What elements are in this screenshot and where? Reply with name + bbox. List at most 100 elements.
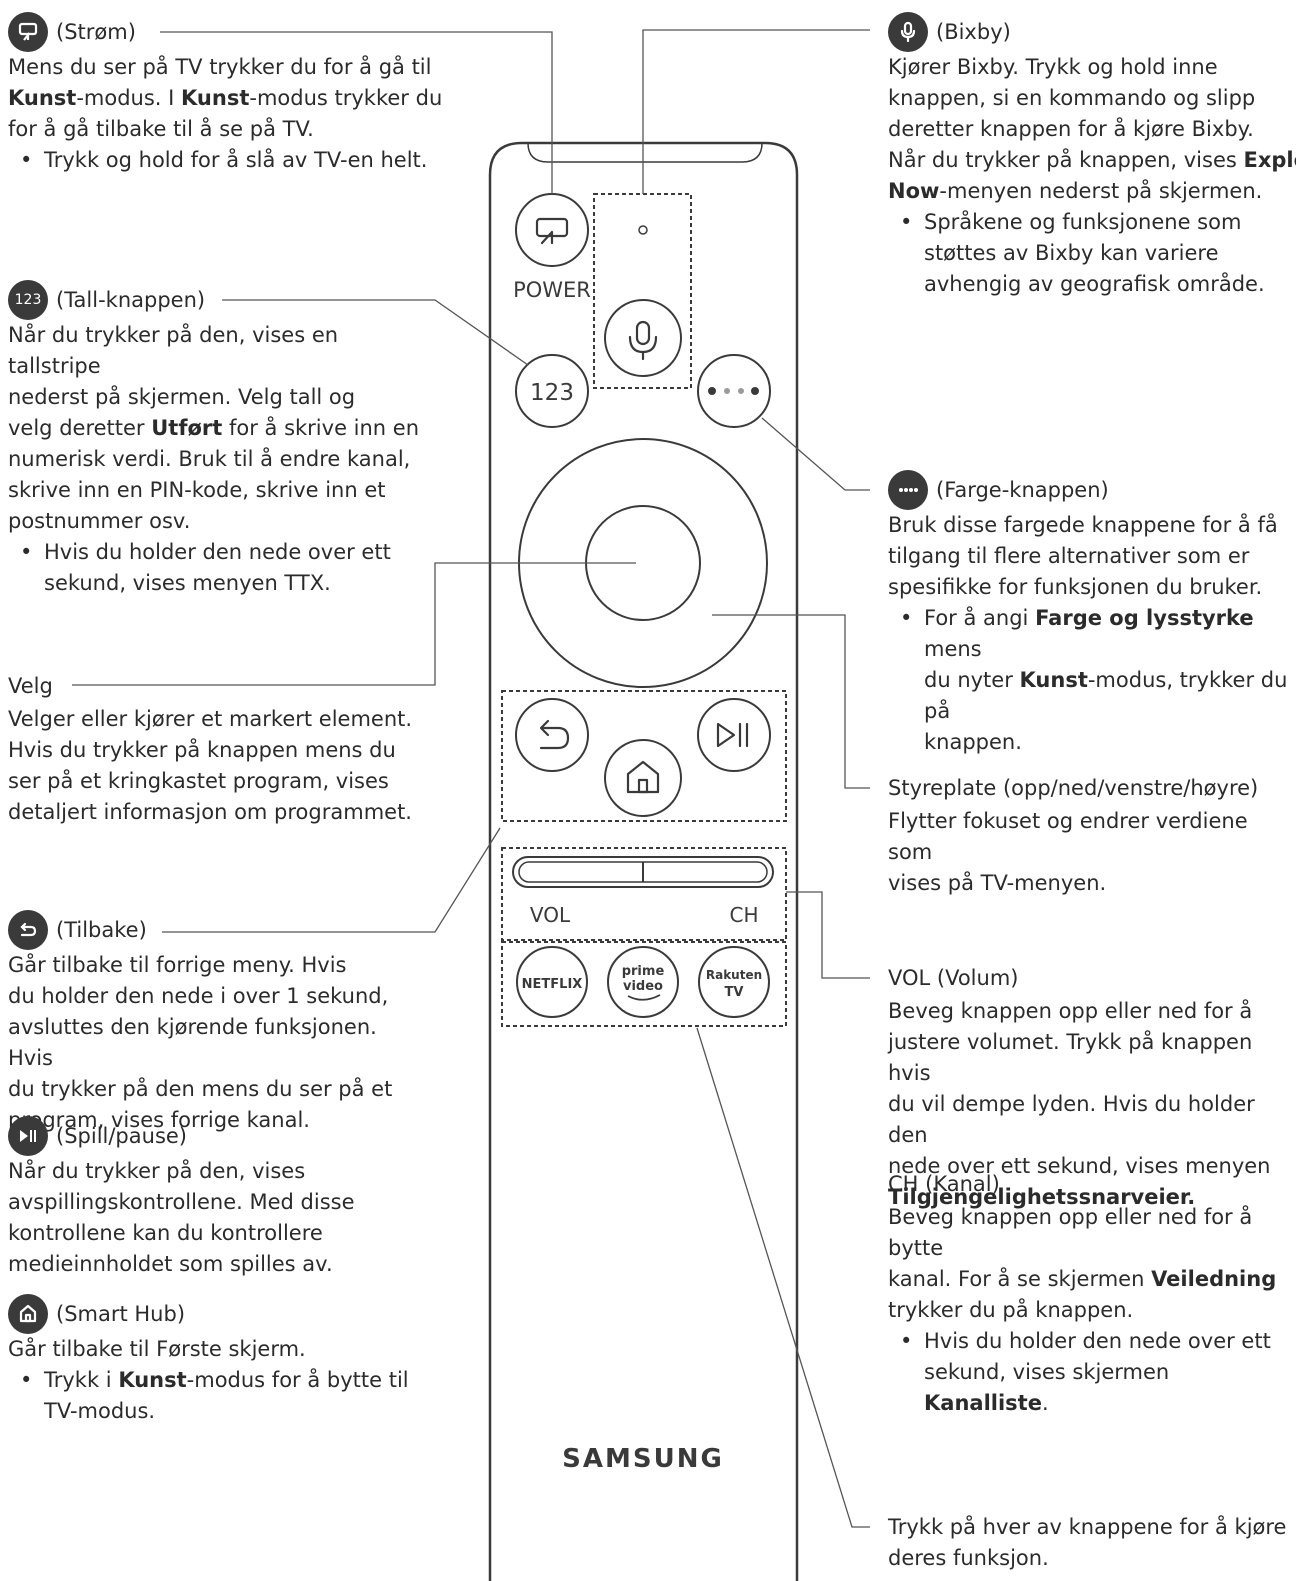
back-text-4: du trykker på den mens du ser på et xyxy=(8,1077,393,1101)
callout-back xyxy=(162,827,501,933)
ch-bullet-2b: Kanalliste xyxy=(924,1391,1042,1415)
vol-description: VOL (Volum) Beveg knappen opp eller ned … xyxy=(888,960,1296,1213)
apps-text-2: deres funksjon. xyxy=(888,1546,1049,1570)
dpad-title: Styreplate (opp/ned/venstre/høyre) xyxy=(888,776,1259,800)
number-button-label: 123 xyxy=(530,380,574,406)
callout-number xyxy=(222,299,529,366)
home-bullet-1b: Kunst xyxy=(118,1368,187,1392)
color-text-2: tilgang til flere alternativer som er xyxy=(888,544,1250,568)
back-button[interactable] xyxy=(515,698,589,772)
power-text-2c: Kunst xyxy=(181,86,250,110)
samsung-logo: SAMSUNG xyxy=(562,1444,724,1474)
number-text-3a: velg deretter xyxy=(8,416,152,440)
number-bullet-2: sekund, vises menyen TTX. xyxy=(44,571,331,595)
power-bullet: Trykk og hold for å slå av TV-en helt. xyxy=(8,145,448,176)
play-text-2: avspillingskontrollene. Med disse xyxy=(8,1190,355,1214)
microphone-icon xyxy=(628,320,658,361)
number-title: (Tall-knappen) xyxy=(56,287,206,312)
color-bullet-1c: mens xyxy=(924,637,982,661)
select-description: Velg Velger eller kjører et markert elem… xyxy=(8,668,428,828)
prime-video-button[interactable] xyxy=(607,946,679,1018)
netflix-button[interactable] xyxy=(516,946,588,1018)
bixby-text-4b: Explore xyxy=(1243,148,1296,172)
callout-bixby xyxy=(642,29,870,194)
play-pause-icon xyxy=(716,722,749,748)
dpad-text-1: Flytter fokuset og endrer verdiene som xyxy=(888,809,1248,864)
home-button[interactable] xyxy=(604,739,682,817)
power-text-2d: -modus trykker du xyxy=(249,86,443,110)
color-bullet-2a: du nyter xyxy=(924,668,1020,692)
prime-label-1: prime xyxy=(622,964,665,979)
play-text-4: medieinnholdet som spilles av. xyxy=(8,1252,333,1276)
vol-ch-rocker[interactable] xyxy=(512,856,774,888)
power-text-1: Mens du ser på TV trykker du for å gå ti… xyxy=(8,55,432,79)
dpad-text-2: vises på TV-menyen. xyxy=(888,871,1107,895)
apps-dashed-box xyxy=(501,941,787,1027)
number-text-2: nederst på skjermen. Velg tall og xyxy=(8,385,356,409)
bixby-bullet-3: avhengig av geografisk område. xyxy=(924,272,1265,296)
home-icon xyxy=(626,760,660,794)
rakuten-label-1: Rakuten xyxy=(706,968,762,982)
play-pause-button[interactable] xyxy=(697,698,771,772)
microphone-icon xyxy=(888,12,928,52)
color-bullet-2b: Kunst xyxy=(1019,668,1088,692)
callout-power xyxy=(160,31,553,194)
ch-bullet-2a: sekund, vises skjermen xyxy=(924,1360,1170,1384)
back-text-5: program, vises forrige kanal. xyxy=(8,1108,310,1132)
bixby-dashed-box xyxy=(593,193,692,389)
ch-label: CH xyxy=(729,903,758,927)
callout-volch xyxy=(786,891,870,979)
home-bullet-1c: -modus for å bytte til xyxy=(186,1368,409,1392)
power-label: POWER xyxy=(513,278,591,302)
ch-title: CH (Kanal) xyxy=(888,1172,1000,1196)
color-bullet-1b: Farge og lysstyrke xyxy=(1035,606,1254,630)
color-button[interactable] xyxy=(697,354,771,428)
back-arrow-icon xyxy=(539,719,570,750)
power-description: (Strøm) Mens du ser på TV trykker du for… xyxy=(8,12,448,176)
color-bullet-2c: -modus, trykker du på xyxy=(924,668,1288,723)
ch-text-1: Beveg knappen opp eller ned for å bytte xyxy=(888,1205,1253,1260)
remote-top-inner-line xyxy=(527,142,763,163)
vol-text-5: Tilgjengelighetssnarveier. xyxy=(888,1185,1196,1209)
ch-text-2b: Veiledning xyxy=(1151,1267,1277,1291)
power-text-2b: -modus. I xyxy=(76,86,182,110)
power-text-3: for å gå tilbake til å se på TV. xyxy=(8,117,314,141)
ch-bullet-1: Hvis du holder den nede over ett xyxy=(888,1326,1296,1357)
bixby-description: (Bixby) Kjører Bixby. Trykk og hold inne… xyxy=(888,12,1296,300)
power-art-icon xyxy=(535,217,569,245)
ch-text-2a: kanal. For å se skjermen xyxy=(888,1267,1152,1291)
prime-smile-icon xyxy=(627,994,661,1001)
dpad-description: Styreplate (opp/ned/venstre/høyre) Flytt… xyxy=(888,770,1296,899)
home-bullet-1a: Trykk i xyxy=(44,1368,119,1392)
bixby-button[interactable] xyxy=(604,299,682,377)
vol-text-2: justere volumet. Trykk på knappen hvis xyxy=(888,1030,1253,1085)
number-bullet-1: Hvis du holder den nede over ett xyxy=(8,537,428,568)
back-text-2: du holder den nede i over 1 sekund, xyxy=(8,984,389,1008)
play-pause-icon xyxy=(8,1116,48,1156)
bixby-bullet-1: Språkene og funksjonene som xyxy=(888,207,1296,238)
volch-dashed-box xyxy=(501,847,787,941)
power-title: (Strøm) xyxy=(56,19,136,44)
play-title: (Spill/pause) xyxy=(56,1123,187,1148)
play-text-1: Når du trykker på den, vises xyxy=(8,1159,306,1183)
color-bullet-1a: For å angi xyxy=(924,606,1036,630)
vol-label: VOL xyxy=(530,903,571,927)
bixby-text-4a: Når du trykker på knappen, vises xyxy=(888,148,1244,172)
back-text-3: avsluttes den kjørende funksjonen. Hvis xyxy=(8,1015,377,1070)
bixby-title: (Bixby) xyxy=(936,19,1011,44)
home-title: (Smart Hub) xyxy=(56,1301,186,1326)
home-text-1: Går tilbake til Første skjerm. xyxy=(8,1337,306,1361)
home-bullet-2: TV-modus. xyxy=(44,1399,156,1423)
select-text-2: Hvis du trykker på knappen mens du xyxy=(8,738,396,762)
number-description: 123 (Tall-knappen) Når du trykker på den… xyxy=(8,280,428,599)
apps-text-1: Trykk på hver av knappene for å kjøre xyxy=(888,1515,1287,1539)
callout-dpad xyxy=(712,614,870,789)
vol-text-1: Beveg knappen opp eller ned for å xyxy=(888,999,1253,1023)
power-button[interactable] xyxy=(515,193,589,267)
number-icon: 123 xyxy=(8,280,48,320)
number-button[interactable] xyxy=(515,354,589,428)
rakuten-tv-button[interactable] xyxy=(698,946,770,1018)
back-arrow-icon xyxy=(8,910,48,950)
back-description: (Tilbake) Går tilbake til forrige meny. … xyxy=(8,910,428,1136)
